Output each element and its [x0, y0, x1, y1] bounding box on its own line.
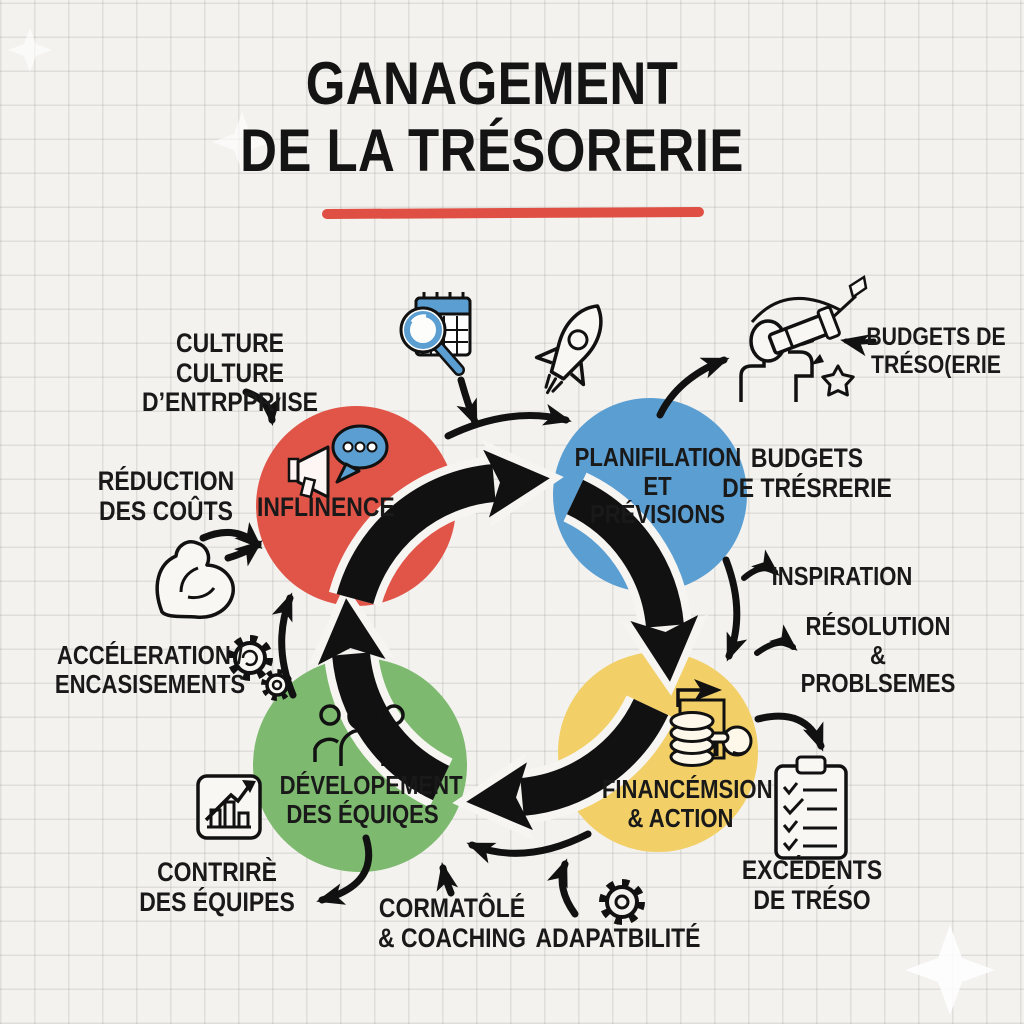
- label-inspiration: INSPIRATION: [771, 561, 913, 591]
- speech-bubble-icon: [331, 424, 389, 484]
- arrow-influence-to-planification: [444, 403, 572, 440]
- arrow-arm-to-influence: [199, 522, 263, 550]
- arrow-calendar-down: [456, 376, 479, 428]
- arrow-financement-to-checklist: [754, 712, 825, 752]
- megaphone-icon: [287, 445, 330, 499]
- label-controle-equipes: CONTRIRÈ DES ÉQUIPES: [139, 857, 295, 917]
- label-budgets-tresrerie: BUDGETS DE TRÉSRERIE: [722, 443, 892, 503]
- arrow-cormatole-up: [436, 862, 459, 897]
- team-icon: [313, 701, 411, 766]
- arrow-to-inspiration: [741, 549, 780, 581]
- label-resolution-problemes: RÉSOLUTION & PROBLSEMES: [800, 611, 956, 699]
- cycle-arrow-top: [336, 449, 550, 605]
- label-excedents-treso: EXCÉDENTS DE TRÉSO: [741, 855, 883, 915]
- arrow-culture-to-influence: [242, 388, 281, 426]
- connector-arrows: [199, 334, 877, 918]
- muscle-arm-icon: [155, 540, 235, 619]
- label-culture: CULTURE CULTURE D’ENTRPPRIISE: [141, 328, 318, 418]
- calendar-search-icon: [399, 292, 472, 376]
- node-label-financement: FINANCÉMSION & ACTION: [601, 774, 773, 833]
- node-label-planification: PLANIFILATION ET PRÉVISIONS: [574, 442, 742, 530]
- label-formation-coaching: CORMATÔLÉ & COACHING: [378, 893, 526, 953]
- page-title: GANAGEMENT DE LA TRÉSORERIE: [240, 50, 744, 185]
- gear-icon: [599, 879, 645, 925]
- growth-chart-icon: [196, 774, 262, 840]
- cycle-arrow-left: [317, 598, 450, 801]
- label-acceleration-encaissements: ACCÉLERATION / ENCASISEMENTS: [54, 640, 246, 699]
- arrow-planification-to-telescope: [656, 356, 730, 419]
- label-budgets-tresoerie: BUDGETS DE TRÉSO(ERIE: [866, 323, 1006, 379]
- cycle-node-circles: [253, 398, 758, 872]
- star-icon: [821, 364, 855, 397]
- label-reduction-couts: RÉDUCTION DES COÛTS: [97, 466, 235, 526]
- arrow-planification-to-financement: [722, 556, 748, 662]
- arrow-to-resolution: [754, 624, 798, 656]
- node-label-developpement: DÉVELOPEMENT DES ÉQUIQES: [279, 770, 463, 829]
- arrow-adaptabilite-up: [546, 858, 579, 918]
- rocket-icon: [534, 304, 603, 395]
- node-label-influence: INFLINENCE: [257, 492, 395, 522]
- telescope-person-icon: [739, 274, 868, 402]
- arrow-financement-to-developpement: [466, 830, 592, 864]
- arrow-up-to-influence: [271, 592, 297, 699]
- cycle-arrow-bottom: [466, 698, 669, 831]
- title-underline: [321, 207, 705, 219]
- node-financement-circle: [558, 652, 758, 852]
- cycle-arrows: [317, 449, 699, 831]
- node-developpement-circle: [253, 658, 467, 872]
- label-adaptabilite: ADAPATBILITÉ: [535, 923, 701, 953]
- sparkle-icon: [8, 28, 995, 1015]
- arrow-reduction-to-influence: [224, 540, 263, 567]
- checklist-clipboard-icon: [774, 755, 848, 860]
- coins-hand-icon: [669, 679, 753, 767]
- arrow-budgets-to-telescope: [840, 334, 877, 357]
- arrow-developpement-to-contrire: [316, 834, 373, 905]
- cycle-arrow-right: [566, 479, 699, 682]
